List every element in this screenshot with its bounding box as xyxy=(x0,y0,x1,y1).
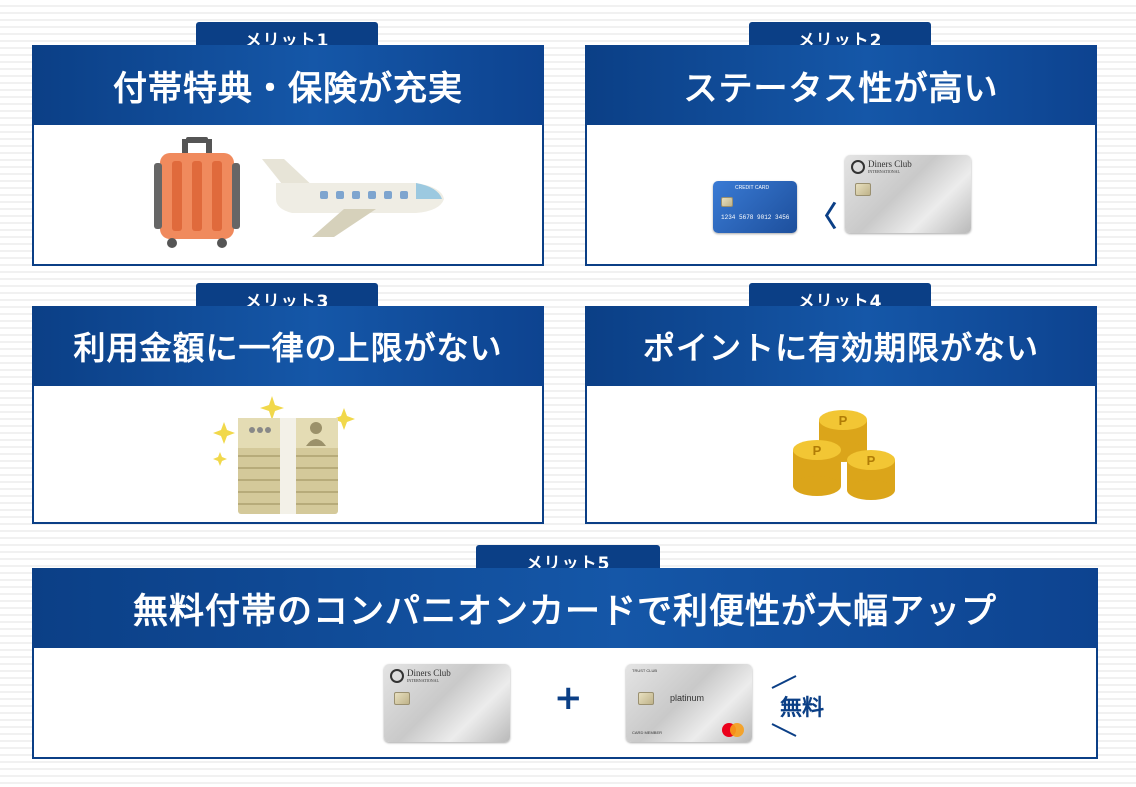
merit-title-2: ステータス性が高い xyxy=(585,45,1097,125)
merit-title-1: 付帯特典・保険が充実 xyxy=(32,45,544,125)
money-stack-icon xyxy=(213,396,355,514)
suitcase-icon xyxy=(154,137,240,248)
platinum-card-image: TRUST CLUB platinum CARD MEMBER xyxy=(626,664,752,742)
diners-sub: INTERNATIONAL xyxy=(868,169,900,174)
diners-logo-icon xyxy=(851,160,865,174)
merit-panel-4: メリット4 ポイントに有効期限がない P P P xyxy=(585,283,1097,524)
svg-text:P: P xyxy=(839,413,848,428)
merit-body-1 xyxy=(32,125,544,266)
diners-brand: Diners Club xyxy=(868,159,912,169)
diners-sub: INTERNATIONAL xyxy=(407,678,439,683)
platinum-label: platinum xyxy=(670,693,705,703)
merit-body-2: CREDIT CARD 1234 5678 9012 3456 〈 Diners… xyxy=(585,125,1097,266)
card-member-label: CARD MEMBER xyxy=(632,730,663,735)
diners-logo-icon xyxy=(390,669,404,683)
credit-card-image: CREDIT CARD 1234 5678 9012 3456 xyxy=(713,181,797,233)
free-label: 無料 xyxy=(780,696,825,721)
merit-panel-2: メリット2 ステータス性が高い CREDIT CARD 1234 5678 90… xyxy=(585,22,1097,266)
plus-icon: + xyxy=(554,678,583,718)
credit-card-number: 1234 5678 9012 3456 xyxy=(721,214,790,221)
less-than-icon: 〈 xyxy=(809,200,838,233)
merit-body-4: P P P xyxy=(585,386,1097,524)
chip-icon xyxy=(394,692,410,705)
merit-panel-5: メリット5 無料付帯のコンパニオンカードで利便性が大幅アップ Diners Cl… xyxy=(32,545,1098,759)
trust-club-label: TRUST CLUB xyxy=(632,668,658,673)
merit-title-4: ポイントに有効期限がない xyxy=(585,306,1097,386)
merit-body-5: Diners Club INTERNATIONAL + TRUST CLUB p… xyxy=(32,648,1098,759)
merit-title-5: 無料付帯のコンパニオンカードで利便性が大幅アップ xyxy=(32,568,1098,648)
free-label-lines-icon xyxy=(771,675,797,737)
credit-card-label: CREDIT CARD xyxy=(735,185,770,191)
svg-text:P: P xyxy=(867,453,876,468)
svg-text:P: P xyxy=(813,443,822,458)
chip-icon xyxy=(721,197,733,207)
chip-icon xyxy=(855,183,871,196)
diners-card-image: Diners Club INTERNATIONAL xyxy=(845,155,971,233)
merit-panel-1: メリット1 付帯特典・保険が充実 xyxy=(32,22,544,266)
airplane-icon xyxy=(262,159,444,237)
diners-card-image: Diners Club INTERNATIONAL xyxy=(384,664,510,742)
diners-brand: Diners Club xyxy=(407,668,451,678)
chip-icon xyxy=(638,692,654,705)
merit-title-3: 利用金額に一律の上限がない xyxy=(32,306,544,386)
merit-body-3 xyxy=(32,386,544,524)
merit-panel-3: メリット3 利用金額に一律の上限がない xyxy=(32,283,544,524)
mastercard-logo-icon xyxy=(722,723,744,737)
point-coins-icon: P P P xyxy=(793,410,895,500)
